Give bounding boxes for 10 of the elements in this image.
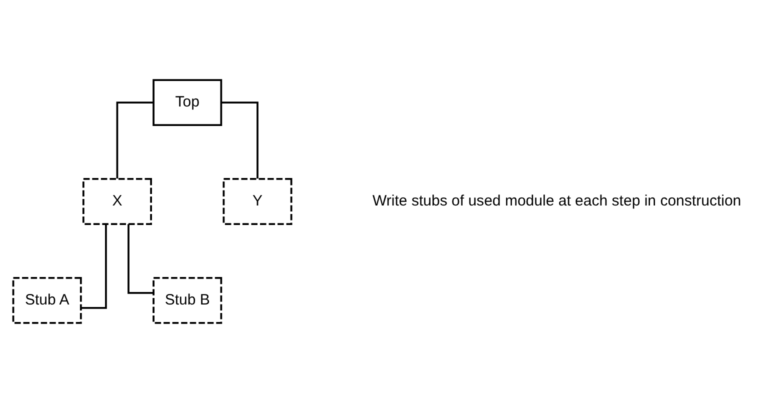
connector — [116, 101, 154, 178]
node-box: X — [82, 178, 152, 224]
connector — [81, 224, 107, 308]
connector — [128, 224, 154, 294]
node-box: Stub A — [12, 276, 82, 324]
node-box: Top — [152, 78, 222, 126]
node-box: Stub B — [152, 276, 222, 324]
label: Write stubs of used module at each step in construction — [372, 192, 742, 209]
node-box: Y — [222, 178, 292, 224]
connector — [221, 101, 258, 178]
